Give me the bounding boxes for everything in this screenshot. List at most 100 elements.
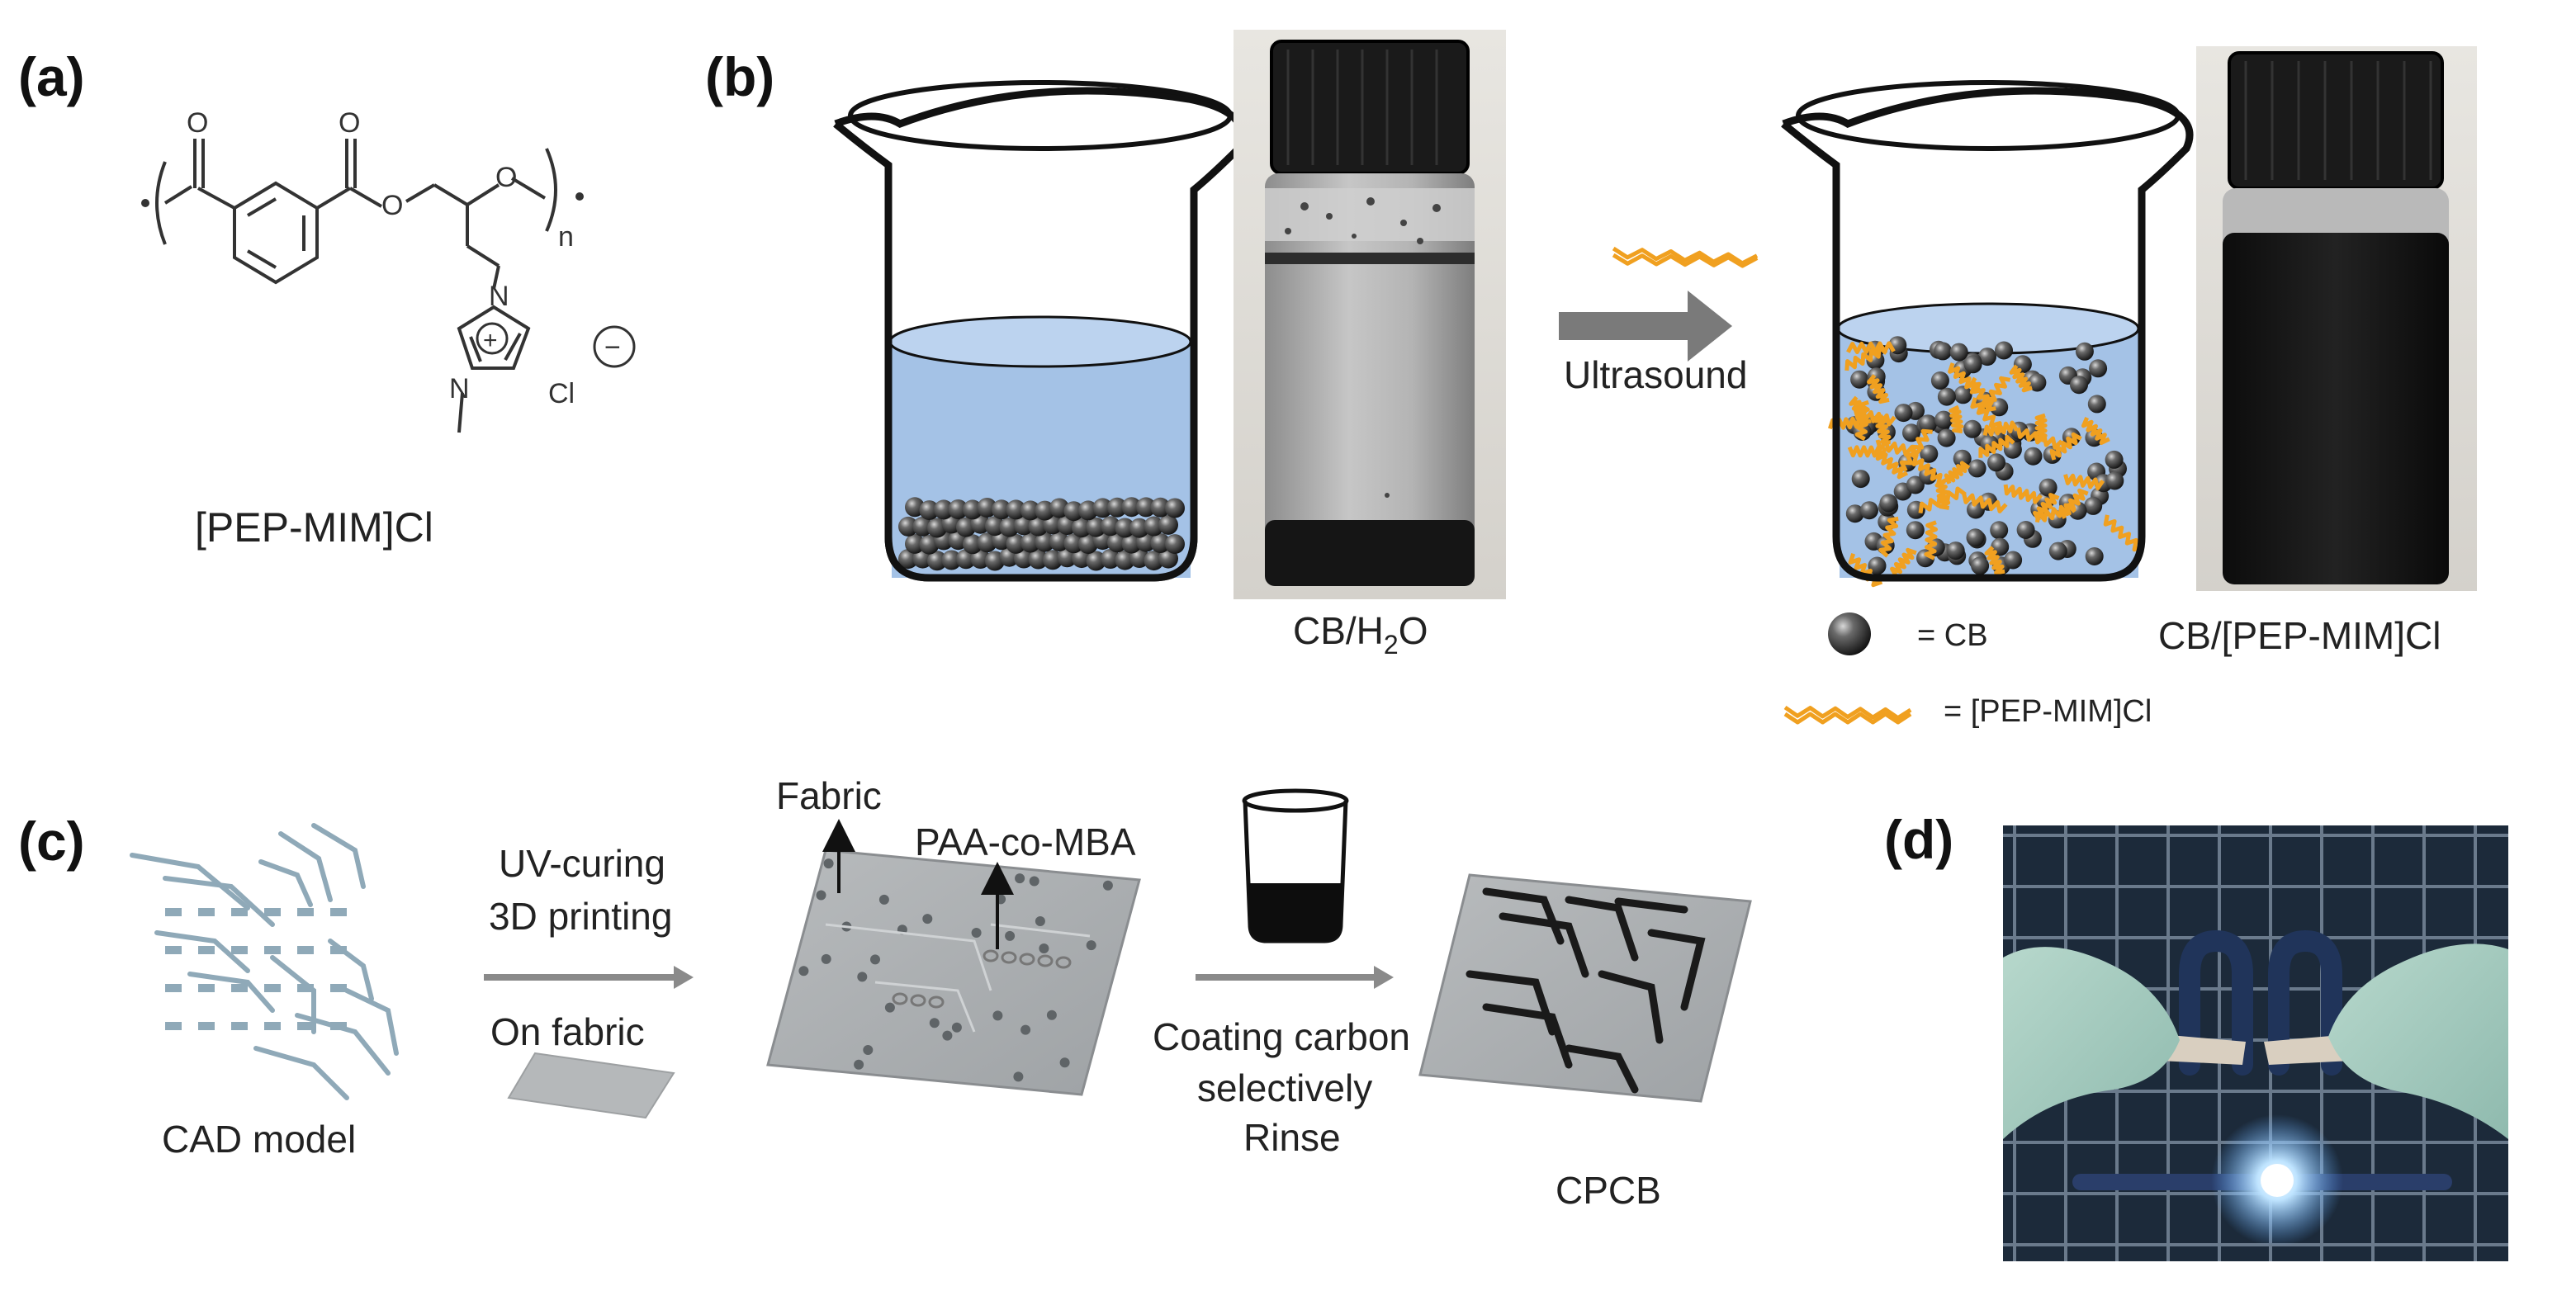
cad-trace [258,859,313,907]
imidazolium-nitrogen-bottom: N [449,373,470,404]
cb-particle [1063,533,1084,554]
legend-polymer-swatch [1783,705,1912,725]
vial-photo-dispersion [2196,46,2477,591]
carbon-trace [1614,897,1688,914]
fabric-label: Fabric [776,774,882,817]
polymer-chain [1978,376,2011,414]
polymer-chain [1854,400,1870,442]
cb-particle [912,516,933,537]
printed-pad [1046,1010,1057,1020]
cpcb-label: CPCB [1556,1169,1661,1212]
minus-sign: − [604,332,621,363]
cb-particle [1014,515,1034,536]
repeat-subscript: n [558,221,574,253]
cb-particle [1860,501,1878,520]
printed-pad [1029,876,1039,887]
cb-particle [948,499,968,519]
printed-pad [1005,930,1016,941]
cb-particle [970,549,991,569]
cb-particle [1144,551,1164,571]
printed-pad [1035,916,1045,926]
cad-pad [330,984,347,992]
cb-particle [1978,348,1996,366]
printed-pad [823,858,834,869]
polymer-chain [1978,434,2015,458]
panel-letter-d: (d) [1884,809,1953,870]
carbon-trace [1482,1003,1573,1069]
printed-pad [1015,873,1025,884]
printed-pad [971,928,982,938]
cb-particle [1086,551,1106,571]
cad-pad [198,946,215,954]
carbon-trace [1499,912,1589,978]
cad-pad [165,908,182,916]
settled-particles [898,497,1185,571]
printed-pad [1039,943,1049,953]
cad-pad [264,1022,281,1030]
polymer-chain [2058,488,2089,519]
polymer-chain [1878,516,1899,558]
cad-model-label: CAD model [162,1118,356,1161]
cb-particle [1158,514,1178,535]
plus-sign: + [483,327,498,354]
polymer-chain [1984,546,2005,575]
cb-particle [2039,478,2057,497]
cb-particle [941,550,962,570]
cb-particle [1850,370,1869,389]
cad-pad [264,984,281,992]
cb-particle [2085,547,2104,565]
cb-particle [1851,470,1870,489]
cb-particle [1963,355,1982,374]
cad-pad [330,908,347,916]
cb-particle [2048,541,2067,560]
printed-pad [1102,880,1113,891]
cb-particle [1920,444,1939,463]
cb-particle [1165,534,1185,555]
printed-pad [863,1045,874,1055]
cb-particle [1949,343,1968,362]
cad-model-traces [130,823,399,1100]
step2-line3: Rinse [1243,1116,1341,1159]
cb-particle [919,500,940,521]
polymer-chain-icon [1612,246,1759,268]
cb-particle [1101,549,1120,569]
cb-particle [1845,504,1864,523]
panel-letter-a: (a) [18,46,85,107]
cad-pad [165,946,182,954]
cpcb-board [1418,873,1752,1103]
cb-particle [2075,342,2094,361]
ether-oxygen: O [495,162,517,193]
cb-particle [934,499,954,520]
cad-pad [231,1022,248,1030]
polymer-chain [1783,705,1912,721]
cad-pad [297,984,314,992]
cb-particle [985,516,1005,537]
ester-oxygen: O [381,190,403,221]
polymer-chain [1844,345,1888,371]
cad-trace [130,853,250,910]
polymer-chain [2015,427,2063,450]
polymer-chain [1970,397,2007,434]
paa-label: PAA-co-MBA [915,820,1136,863]
polymer-chain [2003,484,2043,504]
cb-particle [1868,556,1887,575]
cb-particle [1072,518,1091,538]
cb-particle [1063,501,1084,522]
cb-particle [898,549,918,570]
compound-name: [PEP-MIM]Cl [195,504,433,551]
cb-particle [1121,497,1142,518]
cad-trace [163,876,275,927]
cb-particle [1934,410,1953,429]
cb-particle [1963,419,1982,438]
carbon-trace [1647,929,1706,1011]
polymer-chain [1890,547,1917,578]
legend-polymer-label: = [PEP-MIM]Cl [1944,694,2152,729]
carbon-trace [1598,970,1664,1044]
polymer-chain [2033,493,2060,522]
chain-end-dot-left [141,199,149,207]
cad-pad [231,946,248,954]
fabric-swatch [507,1052,675,1119]
printed-pad [798,966,809,977]
cad-pad [297,946,314,954]
